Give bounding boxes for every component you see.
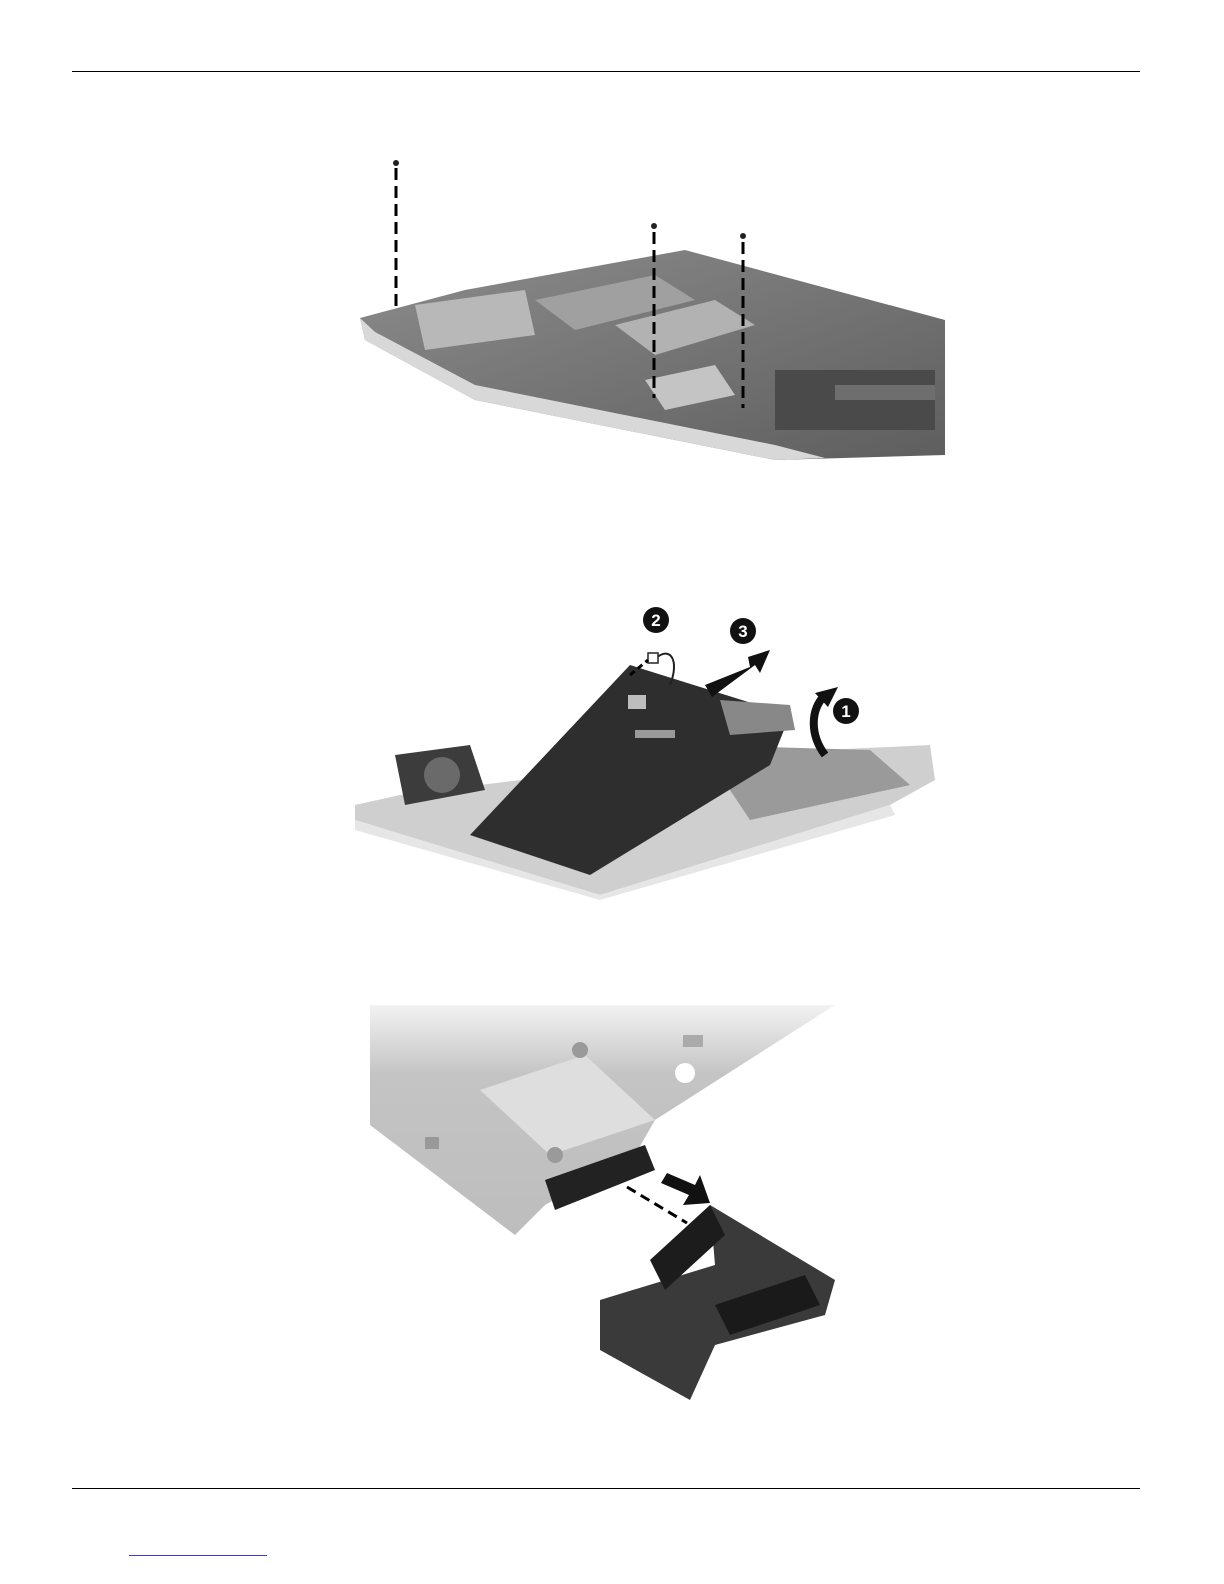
callout-2: 2 (643, 607, 669, 633)
motherboard-screws-figure (355, 150, 945, 465)
cable-connector (648, 653, 658, 663)
lift-arrow-icon (814, 695, 825, 755)
callout-number: 1 (841, 702, 850, 721)
arrow-icon (705, 650, 770, 697)
callout-number: 2 (651, 611, 660, 630)
board-connector (720, 700, 795, 735)
screw-icon (651, 223, 657, 229)
callout-1: 1 (833, 698, 859, 724)
board-component (425, 1137, 439, 1149)
screw-1 (393, 160, 399, 312)
callout-3: 3 (730, 618, 756, 644)
arrow-icon (661, 1173, 710, 1205)
motherboard-removal-illustration: 2 3 1 (350, 605, 940, 900)
board-hole (675, 1063, 695, 1083)
board-standoff (572, 1042, 588, 1058)
screw-icon (393, 160, 399, 166)
board-component (835, 385, 935, 400)
header-rule (72, 71, 1140, 72)
connector-board-illustration (365, 1005, 845, 1405)
motherboard-screws-illustration (355, 150, 945, 465)
board-component (635, 730, 675, 738)
motherboard-removal-figure: 2 3 1 (350, 605, 940, 900)
callout-number: 3 (738, 622, 747, 641)
board-component (628, 695, 646, 709)
board-component (683, 1035, 703, 1047)
connector-guide-line (627, 1187, 687, 1223)
fan-icon (424, 757, 460, 793)
board-standoff (547, 1147, 563, 1163)
footer-link[interactable] (129, 1555, 267, 1556)
connector-board-figure (365, 1005, 845, 1405)
footer-rule (72, 1488, 1140, 1489)
screw-icon (740, 233, 746, 239)
